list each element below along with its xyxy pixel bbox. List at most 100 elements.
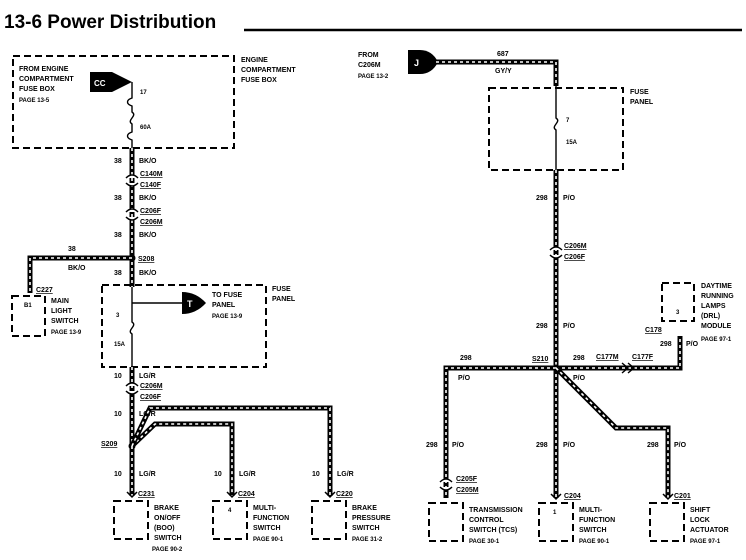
- svg-text:MODULE: MODULE: [701, 323, 732, 330]
- seg1-color: BK/O: [139, 158, 157, 165]
- fuse-15a-left: [129, 310, 135, 367]
- c206f-label-2: C206F: [140, 394, 162, 401]
- c206-connector-mark-1: [125, 208, 139, 221]
- seg4-color: BK/O: [139, 270, 157, 277]
- svg-text:C206M: C206M: [358, 62, 381, 69]
- c231-label: C231: [138, 491, 155, 498]
- seg3-color: BK/O: [139, 232, 157, 239]
- c220-label: C220: [336, 491, 353, 498]
- right-mfs-pin: 1: [553, 510, 557, 516]
- brake-pressure-switch-label: BRAKE PRESSURE SWITCH PAGE 31-2: [352, 505, 391, 543]
- svg-text:PAGE 90-1: PAGE 90-1: [579, 539, 610, 545]
- svg-text:LIGHT: LIGHT: [51, 308, 73, 315]
- svg-text:PAGE 13-5: PAGE 13-5: [19, 98, 50, 104]
- c140-connector-mark: [125, 174, 139, 187]
- c177f-label: C177F: [632, 354, 654, 361]
- left-fuse-panel-label: FUSE PANEL: [272, 286, 296, 303]
- svg-text:PRESSURE: PRESSURE: [352, 515, 391, 522]
- from-c206m-label: FROM C206M PAGE 13-2: [358, 52, 389, 80]
- svg-text:SWITCH (TCS): SWITCH (TCS): [469, 527, 517, 534]
- right-seg1-color: P/O: [563, 195, 576, 202]
- right-c204-label: C204: [564, 493, 581, 500]
- svg-text:(DRL): (DRL): [701, 313, 720, 320]
- svg-text:ON/OFF: ON/OFF: [154, 515, 181, 522]
- to-fuse-panel-label: TO FUSE PANEL PAGE 13-9: [212, 292, 243, 320]
- right-bottom-wire-2-circuit: 298: [536, 442, 548, 449]
- svg-text:MULTI-: MULTI-: [253, 505, 277, 512]
- seg5-color: LG/R: [139, 373, 156, 380]
- seg2-color: BK/O: [139, 195, 157, 202]
- svg-text:ENGINE: ENGINE: [241, 57, 268, 64]
- svg-text:(BOO): (BOO): [154, 525, 175, 532]
- svg-text:PAGE 90-1: PAGE 90-1: [253, 537, 284, 543]
- svg-text:FROM: FROM: [358, 52, 379, 59]
- left-bottom-wire-3-circuit: 10: [312, 471, 320, 478]
- splice-s208-label: S208: [138, 256, 154, 263]
- fuse-15a-amp-left: 15A: [114, 342, 126, 348]
- branch-color: BK/O: [68, 265, 86, 272]
- svg-text:PANEL: PANEL: [630, 99, 654, 106]
- engine-box-label: ENGINE COMPARTMENT FUSE BOX: [241, 57, 296, 84]
- right-c206m-label: C206M: [564, 243, 587, 250]
- engine-box-text: FROM ENGINE COMPARTMENT FUSE BOX PAGE 13…: [19, 66, 74, 104]
- left-bottom-wire-3-color: LG/R: [337, 471, 354, 478]
- right-bottom-wire-3-color: P/O: [674, 442, 687, 449]
- t-connector-tag: T: [182, 292, 206, 314]
- seg2-circuit: 38: [114, 195, 122, 202]
- svg-text:COMPARTMENT: COMPARTMENT: [19, 76, 74, 83]
- right-mfs-label: MULTI- FUNCTION SWITCH PAGE 90-1: [579, 507, 615, 545]
- svg-text:RUNNING: RUNNING: [701, 293, 734, 300]
- svg-text:SWITCH: SWITCH: [253, 525, 281, 532]
- fuse-17-num: 17: [140, 90, 147, 96]
- seg1-circuit: 38: [114, 158, 122, 165]
- tcs-label: TRANSMISSION CONTROL SWITCH (TCS) PAGE 3…: [469, 507, 523, 545]
- c140m-label: C140M: [140, 171, 163, 178]
- c206f-label-1: C206F: [140, 208, 162, 215]
- svg-text:MULTI-: MULTI-: [579, 507, 603, 514]
- svg-text:BRAKE: BRAKE: [352, 505, 377, 512]
- drl-module-box: [661, 282, 695, 322]
- right-bottom-wire-1-circuit: 298: [426, 442, 438, 449]
- svg-text:PAGE 13-2: PAGE 13-2: [358, 74, 389, 80]
- fuse-60a: [126, 82, 135, 148]
- svg-text:J: J: [414, 58, 419, 68]
- svg-text:SHIFT: SHIFT: [690, 507, 711, 514]
- right-bottom-wire-2-color: P/O: [563, 442, 576, 449]
- c177-connector-mark: [621, 362, 636, 374]
- c205-connector-mark: [439, 478, 453, 491]
- left-branch-color: P/O: [458, 375, 471, 382]
- top-wire-color: GY/Y: [495, 68, 512, 75]
- page-title: 13-6 Power Distribution: [4, 12, 216, 33]
- seg4-circuit: 38: [114, 270, 122, 277]
- right-seg1-circuit: 298: [536, 195, 548, 202]
- main-light-switch-label: MAIN LIGHT SWITCH PAGE 13-9: [51, 298, 82, 336]
- svg-text:FUSE: FUSE: [630, 89, 649, 96]
- left-branch-circuit: 298: [460, 355, 472, 362]
- main-light-pin: B1: [24, 303, 32, 309]
- top-wire-circuit: 687: [497, 51, 509, 58]
- svg-text:CC: CC: [94, 79, 106, 88]
- svg-text:LAMPS: LAMPS: [701, 303, 726, 310]
- c205m-label: C205M: [456, 487, 479, 494]
- drl-pin: 3: [676, 310, 680, 316]
- c227-label: C227: [36, 287, 53, 294]
- c205f-label: C205F: [456, 476, 478, 483]
- boo-switch-box: [113, 500, 149, 540]
- svg-text:PAGE 97-1: PAGE 97-1: [690, 539, 721, 545]
- right-c206-connector-mark: [549, 246, 563, 259]
- right-fuse-panel-label: FUSE PANEL: [630, 89, 654, 106]
- drl-wire-color: P/O: [686, 341, 699, 348]
- svg-text:TO FUSE: TO FUSE: [212, 292, 243, 299]
- left-bottom-wire-1-color: LG/R: [139, 471, 156, 478]
- right-c206f-label: C206F: [564, 254, 586, 261]
- boo-switch-label: BRAKE ON/OFF (BOO) SWITCH PAGE 90-2: [152, 505, 183, 553]
- svg-text:FUSE BOX: FUSE BOX: [241, 77, 277, 84]
- fuse-7-num: 7: [566, 118, 570, 124]
- drl-wire-circuit: 298: [660, 341, 672, 348]
- wire-298-shift-lock: [554, 366, 671, 498]
- svg-text:TRANSMISSION: TRANSMISSION: [469, 507, 523, 514]
- svg-text:PANEL: PANEL: [212, 302, 236, 309]
- svg-text:PAGE 13-9: PAGE 13-9: [212, 314, 243, 320]
- left-c204-label: C204: [238, 491, 255, 498]
